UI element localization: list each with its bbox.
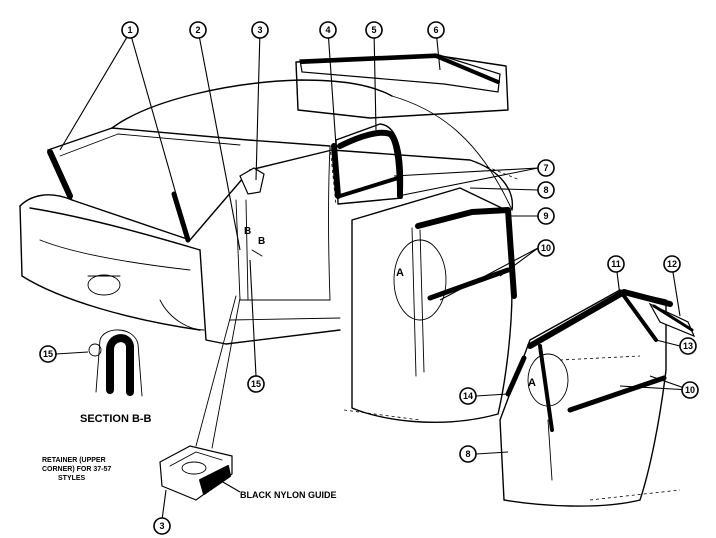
- callout-15-section: 15: [39, 345, 57, 363]
- svg-text:3: 3: [159, 521, 164, 531]
- callout-12: 12: [663, 255, 681, 273]
- svg-text:8: 8: [465, 449, 470, 459]
- callout-13: 13: [679, 337, 697, 355]
- view-a-rear-label: A: [528, 377, 536, 389]
- svg-text:2: 2: [195, 25, 200, 35]
- svg-text:1: 1: [127, 25, 132, 35]
- svg-text:10: 10: [541, 243, 551, 253]
- b-pillar-guide: [235, 167, 265, 301]
- callout-7: 7: [537, 159, 555, 177]
- callout-5: 5: [365, 21, 383, 39]
- leader-lines: [55, 29, 691, 521]
- callout-3-guide: 3: [153, 517, 171, 535]
- front-door-illustration: [351, 187, 517, 423]
- callout-10-rear-door: 10: [681, 381, 699, 399]
- callout-8: 8: [537, 181, 555, 199]
- svg-text:9: 9: [543, 211, 548, 221]
- callout-15-pillar: 15: [247, 375, 265, 393]
- rear-door-illustration: [499, 289, 696, 507]
- svg-text:7: 7: [543, 163, 548, 173]
- section-b-upper-label: B: [244, 226, 251, 237]
- callout-9: 9: [537, 207, 555, 225]
- callout-14: 14: [459, 387, 477, 405]
- roof-rail-weatherstrip-parts: [47, 53, 501, 243]
- car-body-illustration: [19, 55, 681, 501]
- section-b-b-label: SECTION B-B: [80, 413, 152, 425]
- callout-1: 1: [121, 21, 139, 39]
- retainer-label-line1: RETAINER (UPPER: [42, 457, 106, 464]
- svg-text:3: 3: [257, 25, 262, 35]
- callout-11: 11: [607, 255, 625, 273]
- svg-text:15: 15: [43, 349, 53, 359]
- svg-text:10: 10: [685, 385, 695, 395]
- retainer-label-line3: STYLES: [58, 475, 86, 482]
- svg-text:11: 11: [611, 259, 621, 269]
- svg-text:12: 12: [667, 259, 677, 269]
- callout-8-rear-door: 8: [459, 445, 477, 463]
- section-b-lower-label: B: [258, 236, 265, 247]
- svg-text:6: 6: [433, 25, 438, 35]
- nylon-guide-label: BLACK NYLON GUIDE: [240, 490, 337, 500]
- nylon-guide-detail: [159, 295, 241, 501]
- section-b-b-detail: [88, 329, 143, 397]
- svg-text:5: 5: [371, 25, 376, 35]
- retainer-label-line2: CORNER) FOR 37-57: [42, 466, 111, 473]
- callout-2: 2: [189, 21, 207, 39]
- svg-text:15: 15: [251, 379, 261, 389]
- svg-text:14: 14: [463, 391, 473, 401]
- callout-3: 3: [251, 21, 269, 39]
- callout-10: 10: [537, 239, 555, 257]
- svg-text:13: 13: [683, 341, 693, 351]
- callout-4: 4: [319, 21, 337, 39]
- callout-6: 6: [427, 21, 445, 39]
- view-a-front-label: A: [396, 267, 404, 279]
- svg-text:4: 4: [325, 25, 330, 35]
- svg-text:8: 8: [543, 185, 548, 195]
